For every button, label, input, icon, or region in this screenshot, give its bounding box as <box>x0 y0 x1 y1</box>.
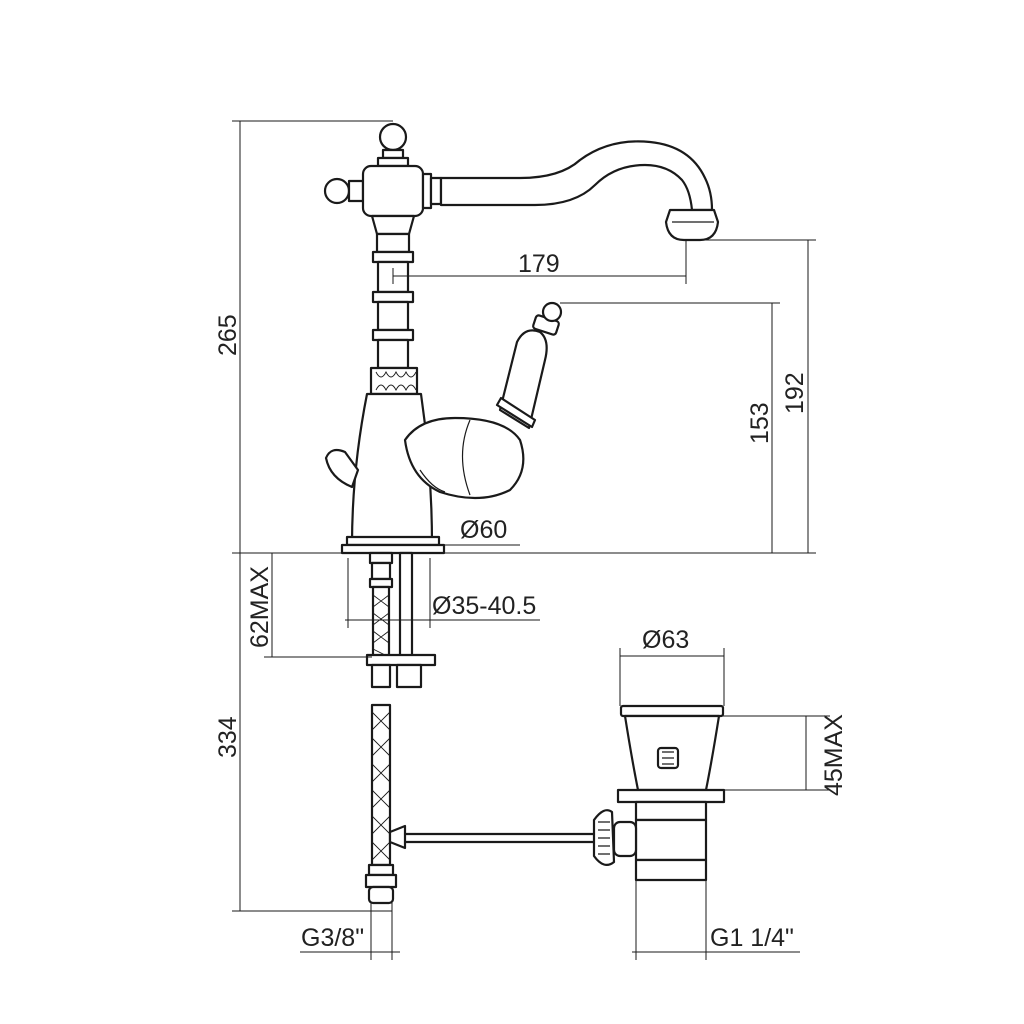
label-waste-diameter: Ø63 <box>642 626 689 654</box>
pop-up-waste <box>592 704 726 882</box>
label-spout-reach: 179 <box>518 250 560 278</box>
supply-hoses <box>364 551 602 905</box>
label-deck-thickness: 62MAX <box>246 566 274 648</box>
label-waste-thread: G1 1/4" <box>710 924 794 952</box>
label-base-diameter: Ø60 <box>460 516 507 544</box>
label-total-height: 265 <box>214 314 242 356</box>
label-waste-height: 45MAX <box>820 714 848 796</box>
label-lever-height: 153 <box>746 402 774 444</box>
label-hole-diameter: Ø35-40.5 <box>432 592 536 620</box>
label-hose-thread: G3/8" <box>301 924 364 952</box>
faucet-body <box>323 122 563 555</box>
label-hose-length: 334 <box>214 716 242 758</box>
dimension-labels: 179 265 192 153 Ø60 Ø35-40.5 62MAX 334 Ø… <box>214 250 848 952</box>
spout <box>439 140 720 242</box>
dimension-lines <box>232 120 830 960</box>
label-spout-height: 192 <box>781 372 809 414</box>
